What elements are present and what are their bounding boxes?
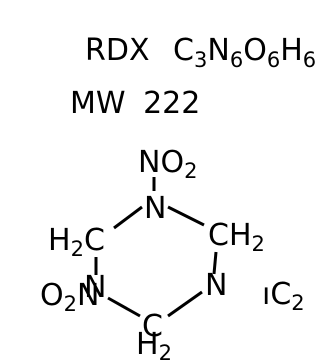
bottom-methylene-h-count: 2 <box>159 341 172 364</box>
left-nitro-n: N <box>77 278 99 313</box>
right-nitro-partial: ıC2 <box>262 277 305 315</box>
mw-label: MW <box>70 86 126 121</box>
right-methylene: CH2 <box>208 218 265 256</box>
mw-value: 222 <box>143 86 200 121</box>
left-methylene: H2C <box>48 223 105 261</box>
ring-nitrogen-top: N <box>144 191 166 226</box>
left-methylene-h-count: 2 <box>71 237 84 261</box>
top-nitro-n: N <box>138 145 160 180</box>
formula-n: N <box>207 33 229 68</box>
bottom-methylene-c: C <box>142 309 163 344</box>
ring-nitrogen-right: N <box>205 268 227 303</box>
formula-o: O <box>243 33 267 68</box>
top-nitro-o-count: 2 <box>184 159 197 183</box>
formula-c-count: 3 <box>194 48 207 72</box>
left-nitro-o: O <box>40 278 64 313</box>
left-nitro-o-count: 2 <box>64 292 77 316</box>
formula-line: RDX C3N6O6H6 <box>85 33 316 72</box>
right-methylene-c: C <box>208 218 229 253</box>
bond-right-c-to-n-right <box>212 251 218 275</box>
right-nitro-partial-prefix: ıC <box>262 277 291 312</box>
left-methylene-c: C <box>84 223 105 258</box>
right-methylene-h: H <box>229 218 252 253</box>
top-nitro-o: O <box>160 145 184 180</box>
bottom-methylene-h-group: H2 <box>136 327 172 364</box>
right-methylene-h-count: 2 <box>252 232 265 256</box>
formula-h-count: 6 <box>303 48 316 72</box>
left-methylene-h: H <box>48 223 71 258</box>
left-nitro-group: O2N <box>40 278 99 316</box>
formula-o-count: 6 <box>267 48 280 72</box>
bond-n-right-to-bottom-c <box>167 290 203 318</box>
right-nitro-partial-sub: 2 <box>291 291 304 315</box>
bond-n-top-to-right-c <box>167 205 205 227</box>
compound-name: RDX <box>85 33 150 68</box>
top-nitro-group: NO2 <box>138 145 197 183</box>
formula-n-count: 6 <box>230 48 243 72</box>
formula-h: H <box>280 33 303 68</box>
formula-c: C <box>173 33 194 68</box>
bond-n-left-to-bottom-c <box>107 296 141 318</box>
bond-n-top-to-left-c <box>113 205 143 230</box>
molecular-weight: MW 222 <box>70 86 200 121</box>
bottom-methylene-h: H <box>136 327 159 362</box>
ring-nitrogen-left: N <box>84 270 106 305</box>
